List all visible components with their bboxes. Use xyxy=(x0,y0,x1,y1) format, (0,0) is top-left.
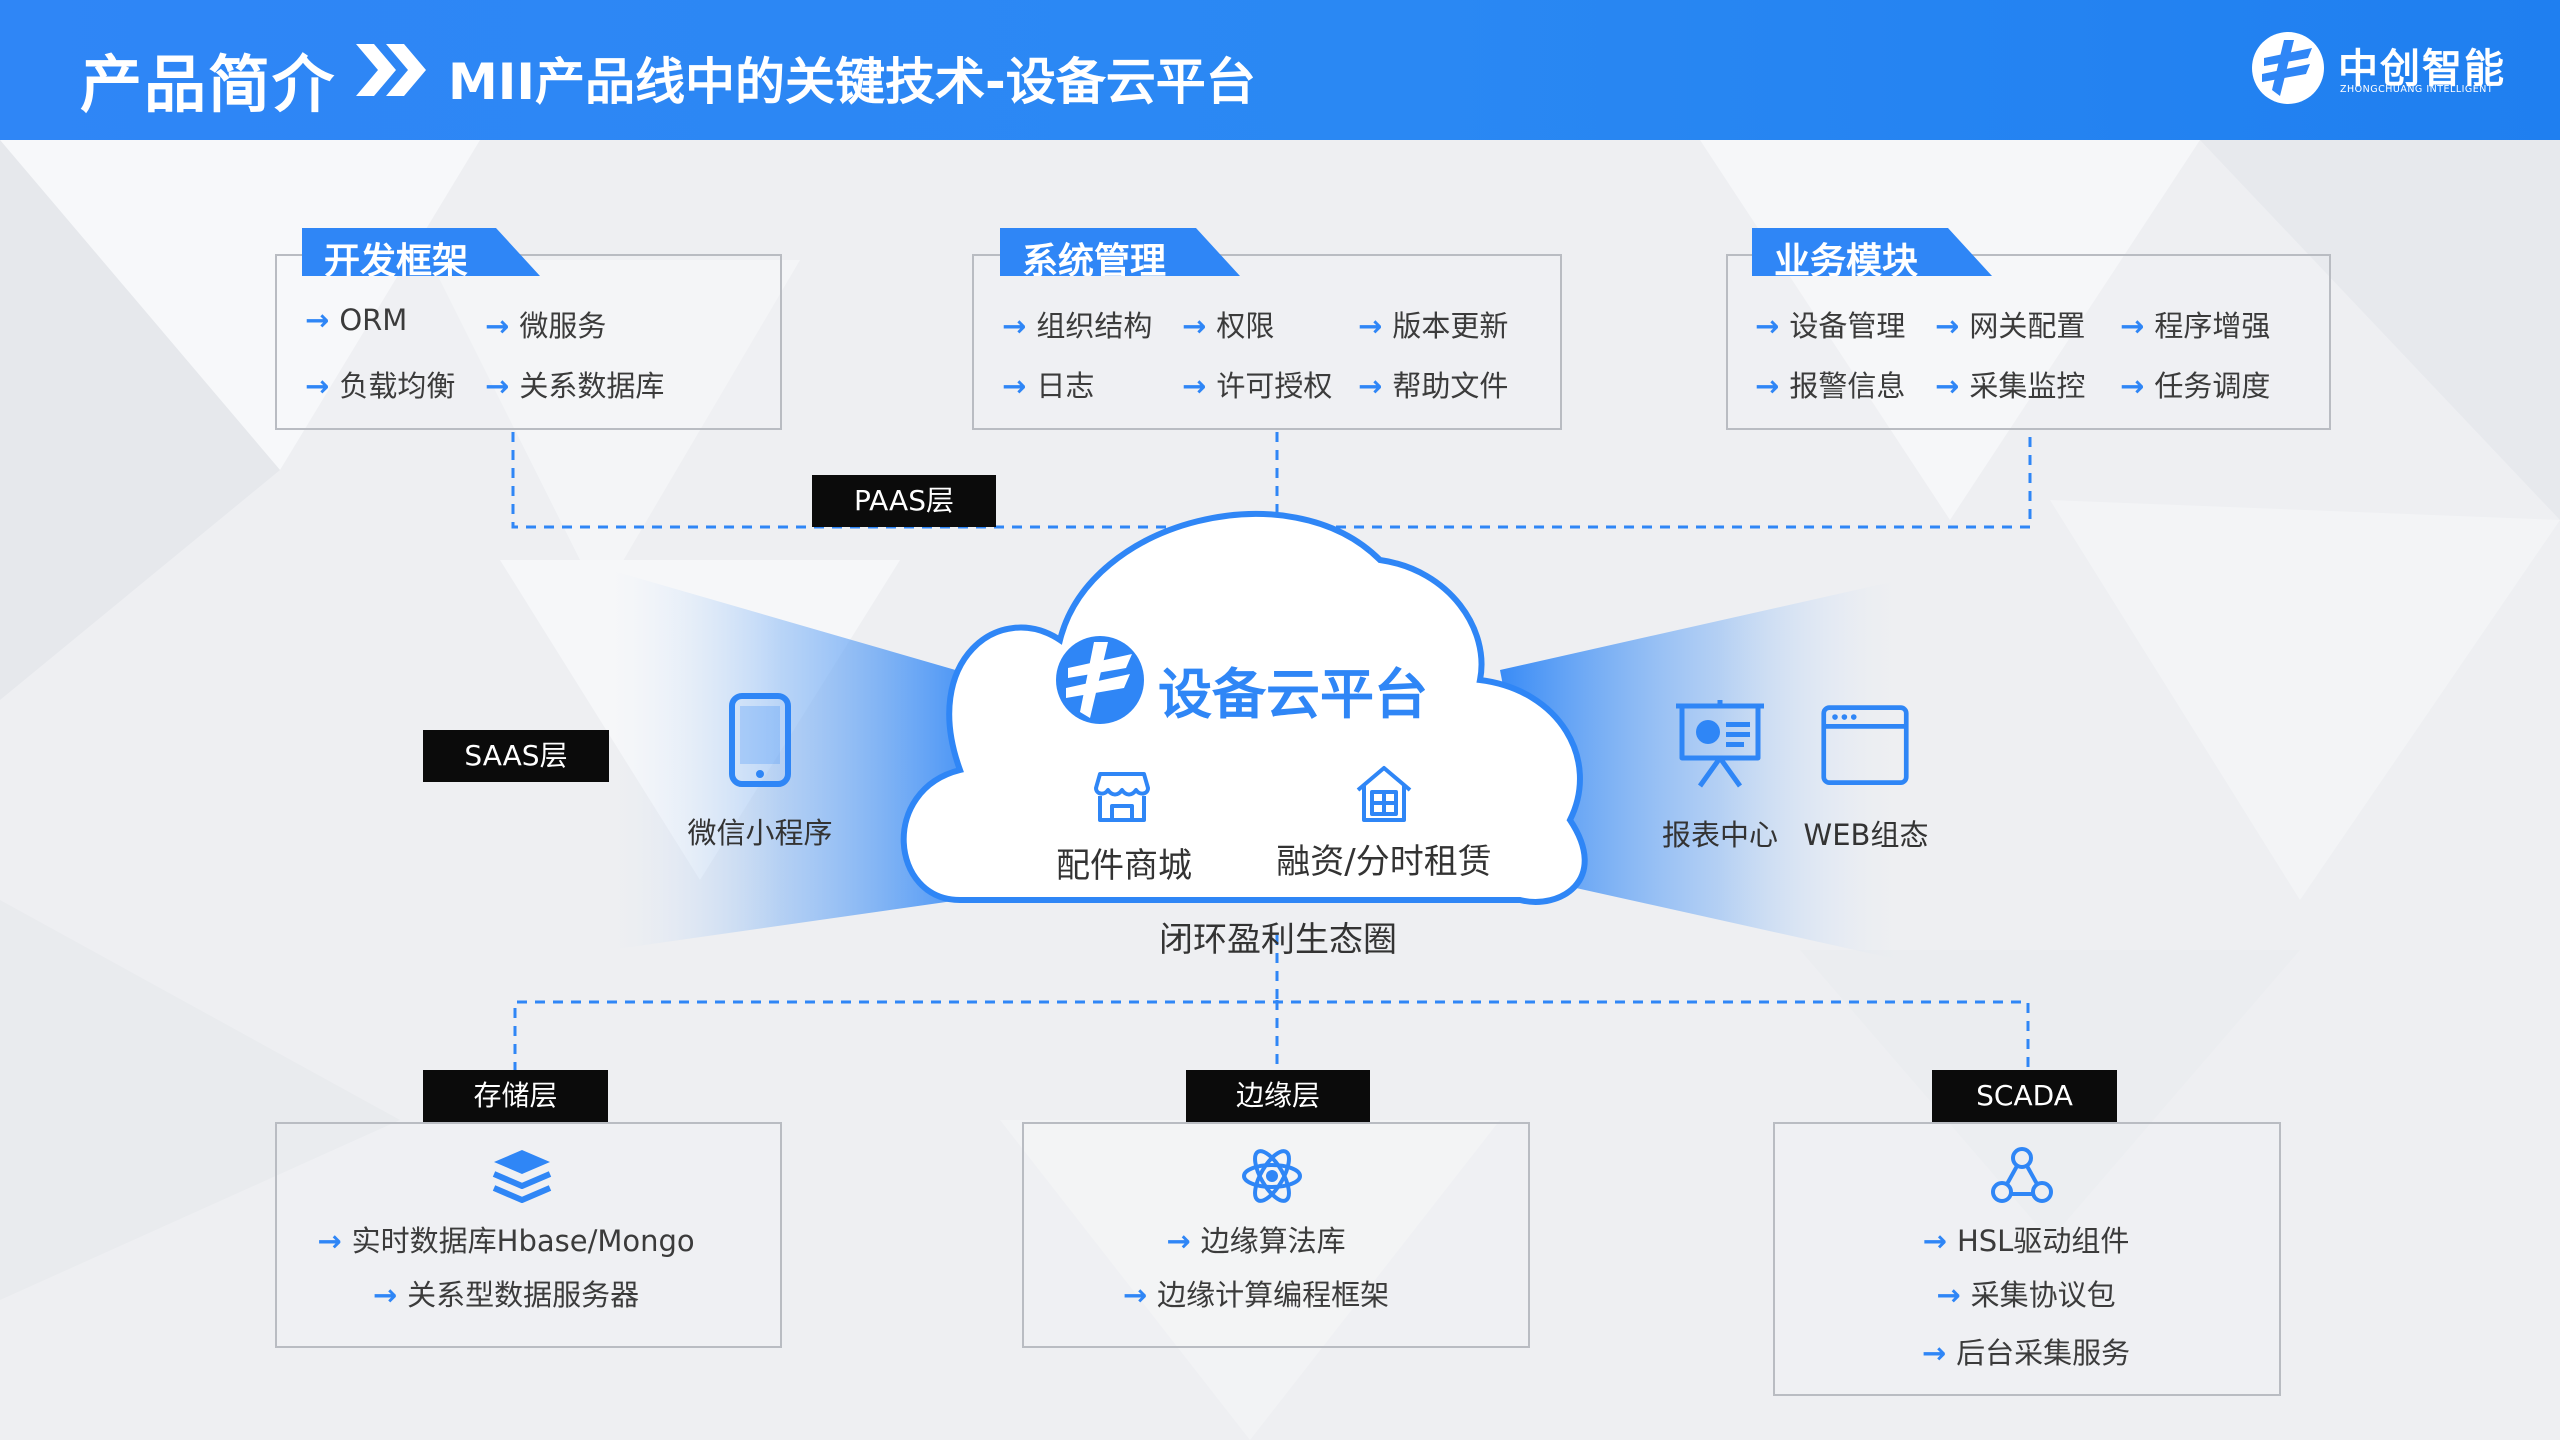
list-item: →采集协议包 xyxy=(1936,1278,2116,1312)
atom-icon xyxy=(1242,1149,1302,1203)
arrow-right-icon: → xyxy=(1936,1278,1961,1312)
list-item: →实时数据库Hbase/Mongo xyxy=(317,1224,695,1258)
list-item: →负载均衡 xyxy=(305,369,456,403)
platform-logo-icon xyxy=(1056,636,1144,724)
list-item: →设备管理 xyxy=(1755,309,1906,343)
arrow-right-icon: → xyxy=(305,303,330,337)
page-subtitle: MII产品线中的关键技术-设备云平台 xyxy=(448,53,1256,111)
list-item: →边缘算法库 xyxy=(1166,1224,1346,1258)
cloud-title: 设备云平台 xyxy=(1158,663,1428,726)
arrow-right-icon: → xyxy=(1182,309,1207,343)
arrow-right-icon: → xyxy=(1122,1278,1148,1312)
list-item: →边缘计算编程框架 xyxy=(1122,1278,1390,1312)
arrow-right-icon: → xyxy=(2120,309,2145,343)
report-center-label: 报表中心 xyxy=(1661,818,1779,852)
list-item: →许可授权 xyxy=(1182,369,1333,403)
list-item: →HSL驱动组件 xyxy=(1922,1224,2130,1258)
list-item: →ORM xyxy=(305,303,408,337)
company-name: 中创智能 xyxy=(2338,46,2506,92)
system-management-box xyxy=(972,254,1562,430)
arrow-right-icon: → xyxy=(1358,309,1383,343)
dev-framework-box xyxy=(275,254,782,430)
arrow-right-icon: → xyxy=(1755,369,1780,403)
network-nodes-icon xyxy=(1991,1147,2053,1203)
arrow-right-icon: → xyxy=(1922,1224,1947,1258)
arrow-right-icon: → xyxy=(485,369,510,403)
company-name-en: ZHONGCHUANG INTELLIGENT xyxy=(2340,84,2494,95)
list-item: →网关配置 xyxy=(1935,309,2086,343)
cloud-left-label: 配件商城 xyxy=(1056,846,1192,886)
business-module-tab: 业务模块 xyxy=(1752,228,1992,276)
arrow-right-icon: → xyxy=(1755,309,1780,343)
arrow-right-icon: → xyxy=(305,369,330,403)
company-logo-icon xyxy=(2252,32,2324,104)
arrow-right-icon: → xyxy=(1935,309,1960,343)
saas-layer-label: SAAS层 xyxy=(423,730,609,782)
arrow-right-icon: → xyxy=(1935,369,1960,403)
cloud-right-label: 融资/分时租赁 xyxy=(1276,842,1492,882)
arrow-right-icon: → xyxy=(1182,369,1207,403)
edge-layer-label: 边缘层 xyxy=(1186,1070,1370,1122)
report-board-icon xyxy=(1676,700,1764,788)
scada-layer-label: SCADA xyxy=(1932,1070,2117,1122)
list-item: →程序增强 xyxy=(2120,309,2271,343)
arrow-right-icon: → xyxy=(1166,1224,1191,1258)
dev-framework-tab: 开发框架 xyxy=(302,228,540,276)
header-bar: 产品简介 MII产品线中的关键技术-设备云平台 中创智能 ZHONGCHUANG… xyxy=(0,0,2560,140)
database-layers-icon xyxy=(492,1150,552,1203)
page-title: 产品简介 xyxy=(80,48,337,121)
web-config-label: WEB组态 xyxy=(1803,818,1929,852)
list-item: →关系型数据服务器 xyxy=(372,1278,640,1312)
list-item: →任务调度 xyxy=(2120,369,2271,403)
list-item: →组织结构 xyxy=(1002,309,1153,343)
arrow-right-icon: → xyxy=(1358,369,1383,403)
list-item: →版本更新 xyxy=(1358,309,1509,343)
list-item: →日志 xyxy=(1002,369,1095,403)
web-window-icon xyxy=(1821,705,1909,785)
list-item: →帮助文件 xyxy=(1358,369,1509,403)
list-item: →报警信息 xyxy=(1755,369,1906,403)
cloud-caption: 闭环盈利生态圈 xyxy=(1159,920,1397,960)
system-management-tab: 系统管理 xyxy=(1000,228,1240,276)
list-item: →权限 xyxy=(1182,309,1275,343)
arrow-right-icon: → xyxy=(317,1224,342,1258)
wechat-app-label: 微信小程序 xyxy=(687,816,833,850)
list-item: →关系数据库 xyxy=(485,369,665,403)
double-chevron-icon xyxy=(356,44,426,96)
store-icon xyxy=(1094,772,1150,822)
arrow-right-icon: → xyxy=(1002,309,1027,343)
mobile-phone-icon xyxy=(729,693,791,787)
arrow-right-icon: → xyxy=(372,1278,398,1312)
arrow-right-icon: → xyxy=(485,309,510,343)
list-item: →微服务 xyxy=(485,309,607,343)
business-module-box xyxy=(1726,254,2331,430)
arrow-right-icon: → xyxy=(1921,1336,1947,1370)
storage-layer-label: 存储层 xyxy=(423,1070,608,1122)
list-item: →后台采集服务 xyxy=(1921,1336,2131,1370)
list-item: →采集监控 xyxy=(1935,369,2086,403)
arrow-right-icon: → xyxy=(1002,369,1027,403)
arrow-right-icon: → xyxy=(2120,369,2145,403)
edge-box xyxy=(1022,1122,1530,1348)
paas-layer-label: PAAS层 xyxy=(812,475,996,527)
rental-house-icon xyxy=(1356,766,1412,822)
